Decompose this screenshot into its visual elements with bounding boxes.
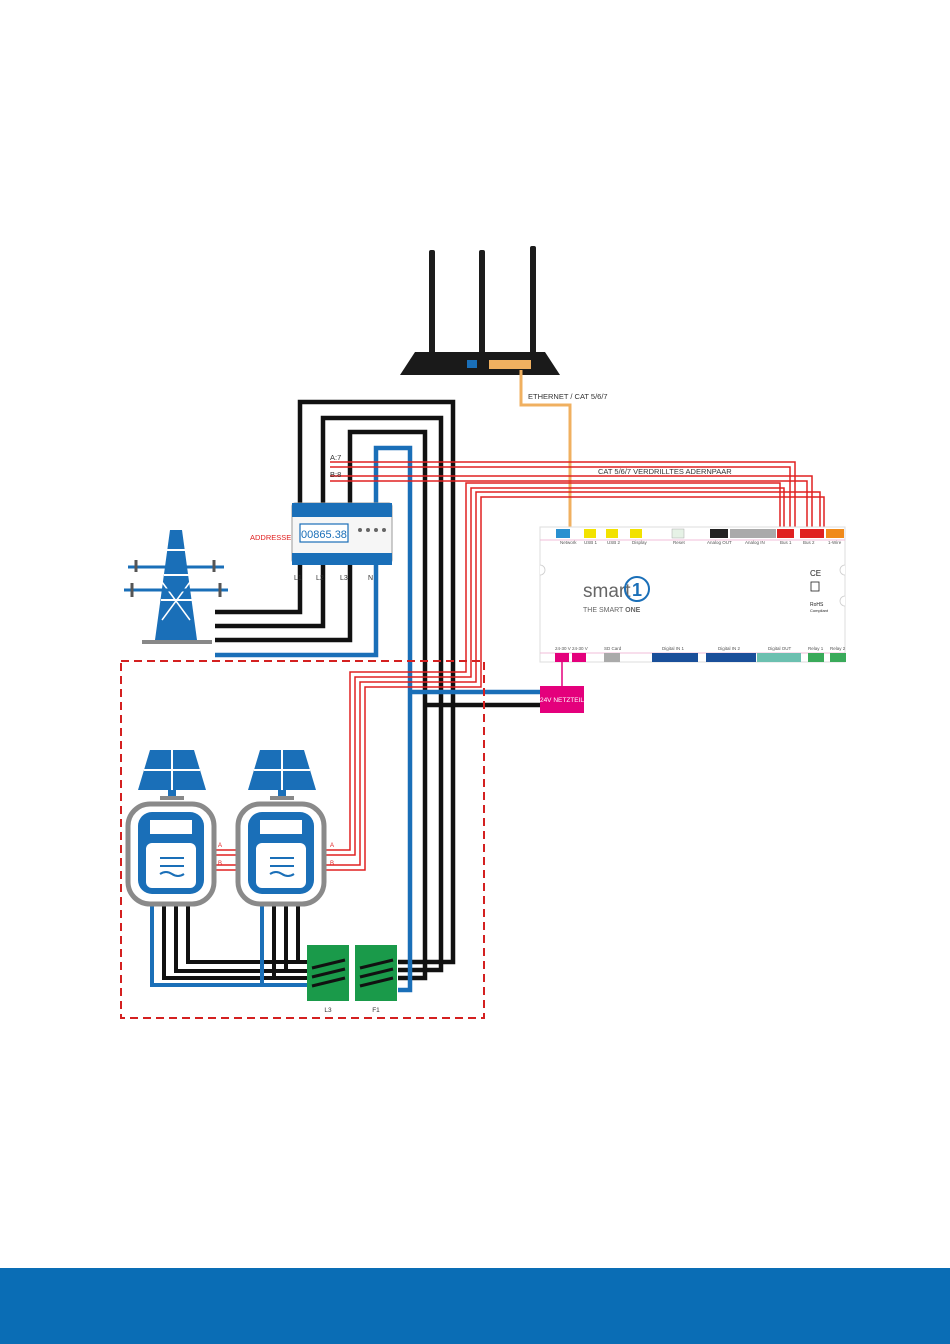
controller-brand: smart [583,581,631,602]
bus-b-label: B:8 [330,470,341,479]
inverter-left-b: B [218,861,222,867]
router [400,246,560,375]
port-label-bus2: Bus 2 [803,540,815,545]
port-label-bus1: Bus 1 [780,540,792,545]
ce-mark: CE [810,569,821,578]
port-digital-out [757,653,801,662]
port-label-analog-in: Analog IN [745,540,765,545]
port-relay2 [830,653,846,662]
meter-terminal-n: N [368,575,373,582]
router-antenna-middle [479,250,485,360]
port-digital-in2 [706,653,756,662]
port-usb2 [606,529,618,538]
port-label-sd: SD Card [604,646,622,651]
phase-wiring [215,399,540,993]
port-relay1 [808,653,824,662]
port-24v-1 [555,653,569,662]
port-bus1 [777,529,794,538]
port-label-usb1: USB 1 [584,540,598,545]
breaker-l3-label: L3 [324,1007,332,1014]
router-wan-port [467,360,477,368]
meter-terminal-l1: L1 [294,575,302,582]
psu-label: 24V NETZTEIL [540,697,584,704]
router-antenna-right [530,246,536,358]
port-label-reset: Reset [673,540,686,545]
breaker-l3: L3 [307,945,349,1014]
energy-meter: ADDRESSE 1 00865.38 L1 L2 L3 N [250,502,393,582]
meter-bottom-rail [292,553,392,565]
controller-body [539,526,846,663]
port-label-display: Display [632,540,648,545]
inverter-wiring [150,900,315,987]
router-antenna-left [429,250,435,360]
router-body [400,352,560,375]
port-display [630,529,642,538]
inverter-right-a: A [330,843,334,849]
meter-display-value: 00865.38 [301,529,347,541]
port-24v-2 [572,653,586,662]
port-label-24v-2: 24-30 V [572,646,588,651]
wire-l2 [215,415,444,973]
meter-address-label: ADDRESSE 1 [250,533,298,542]
bus-inverter-b [210,491,821,866]
port-label-din1: Digital IN 1 [662,646,685,651]
solar-panel-right-icon [248,750,316,800]
port-label-network: Network [560,540,577,545]
bus-b-outer [330,475,813,533]
port-digital-in1 [652,653,698,662]
power-pylon-icon [124,530,228,644]
wire-l3 [215,429,428,981]
breaker-f1: F1 [355,945,397,1014]
breaker-f1-label: F1 [372,1007,380,1014]
port-network [556,529,570,538]
port-label-din2: Digital IN 2 [718,646,741,651]
inverter-left-a: A [218,843,222,849]
port-label-relay1: Relay 1 [808,646,824,651]
meter-terminal-l2: L2 [316,575,324,582]
controller-logo-ring [624,576,650,602]
bus-wiring [210,461,825,871]
port-label-1wire: 1-Wire [828,540,842,545]
solar-area-border [120,660,485,1019]
inverter-right-b: B [330,861,334,867]
ethernet-label: ETHERNET / CAT 5/6/7 [528,392,608,401]
wire-neutral [215,445,413,993]
port-label-24v-1: 24-30 V [555,646,571,651]
weee-bin-icon [810,581,820,592]
solar-panel-left-icon [138,750,206,800]
meter-terminal-l3: L3 [340,575,348,582]
port-label-dout: Digital OUT [768,646,792,651]
port-1wire [826,529,844,538]
bus-a-label: A:7 [330,453,341,462]
rohs-line2: Compliant [810,608,829,613]
inverter-left: A B [125,801,222,907]
rohs-line1: RoHS [810,602,824,608]
footer-band [0,1268,950,1344]
controller-tagline: THE SMART ONE [583,607,641,614]
port-bus2 [800,529,824,538]
wire-l1 [215,399,456,965]
bus-a-outer [330,461,796,533]
port-sd-card [604,653,620,662]
port-label-relay2: Relay 2 [830,646,846,651]
meter-display [299,523,349,543]
port-analog-out [710,529,728,538]
bus-cable-label: CAT 5/6/7 VERDRILLTES ADERNPAAR [598,467,732,476]
psu-box [540,686,584,713]
port-analog-in [730,529,776,538]
port-label-analog-out: Analog OUT [707,540,732,545]
port-label-usb2: USB 2 [607,540,621,545]
port-usb1 [584,529,596,538]
smart-one-controller: Network USB 1 USB 2 Display Reset Analog… [539,526,846,663]
router-lan-ports [489,360,531,369]
bus-inverter-a [210,482,781,851]
controller-brand-number: 1 [632,580,642,600]
inverter-right: A B [235,801,334,907]
port-reset [671,528,685,539]
meter-top-rail [292,503,392,517]
